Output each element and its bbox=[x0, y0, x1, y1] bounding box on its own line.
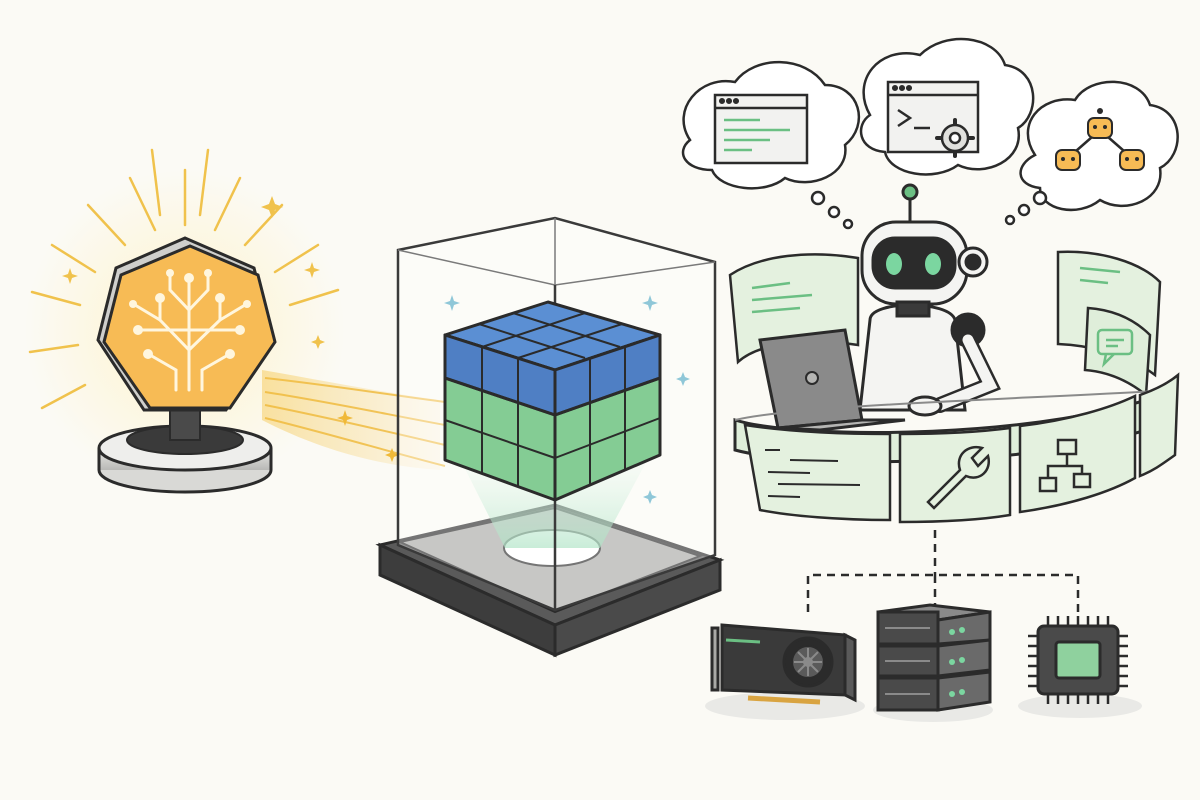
thought-bubble-agents bbox=[1019, 80, 1179, 212]
thought-bubble-terminal bbox=[859, 37, 1035, 176]
wrench-icon bbox=[926, 445, 991, 510]
badge-sparkles bbox=[62, 196, 325, 349]
hardware-connector-lines bbox=[806, 530, 1080, 612]
flowchart-icon bbox=[1038, 438, 1092, 493]
badge-pedestal bbox=[97, 409, 273, 494]
glowing-badge-group bbox=[25, 148, 345, 494]
antenna-light bbox=[901, 183, 919, 201]
circuit-tree-icon bbox=[96, 236, 277, 412]
multi-agent-network-icon bbox=[1055, 108, 1145, 171]
thought-bubble-code bbox=[681, 60, 861, 190]
robot-eye-left bbox=[886, 253, 902, 275]
thought-dots bbox=[810, 190, 1048, 230]
curved-panels-front bbox=[743, 372, 1180, 524]
server-rack-icon bbox=[873, 603, 993, 722]
glass-case-group bbox=[375, 216, 725, 658]
badge-rays bbox=[28, 148, 340, 410]
code-window-icon bbox=[713, 93, 809, 165]
code-lines-icon bbox=[765, 449, 861, 498]
robot-eye-right bbox=[925, 253, 941, 275]
cpu-chip-icon bbox=[1018, 616, 1142, 718]
terminal-gear-icon bbox=[886, 80, 980, 158]
chat-bubble-icon bbox=[1096, 328, 1134, 368]
gpu-card-icon bbox=[705, 623, 865, 720]
case-base bbox=[375, 503, 725, 658]
robot-agent-icon bbox=[858, 183, 1001, 417]
data-cube-icon bbox=[443, 300, 662, 502]
energy-beam bbox=[262, 370, 446, 470]
thought-bubbles bbox=[681, 37, 1179, 230]
case-sparkles bbox=[444, 295, 690, 504]
laptop-icon bbox=[758, 328, 906, 432]
